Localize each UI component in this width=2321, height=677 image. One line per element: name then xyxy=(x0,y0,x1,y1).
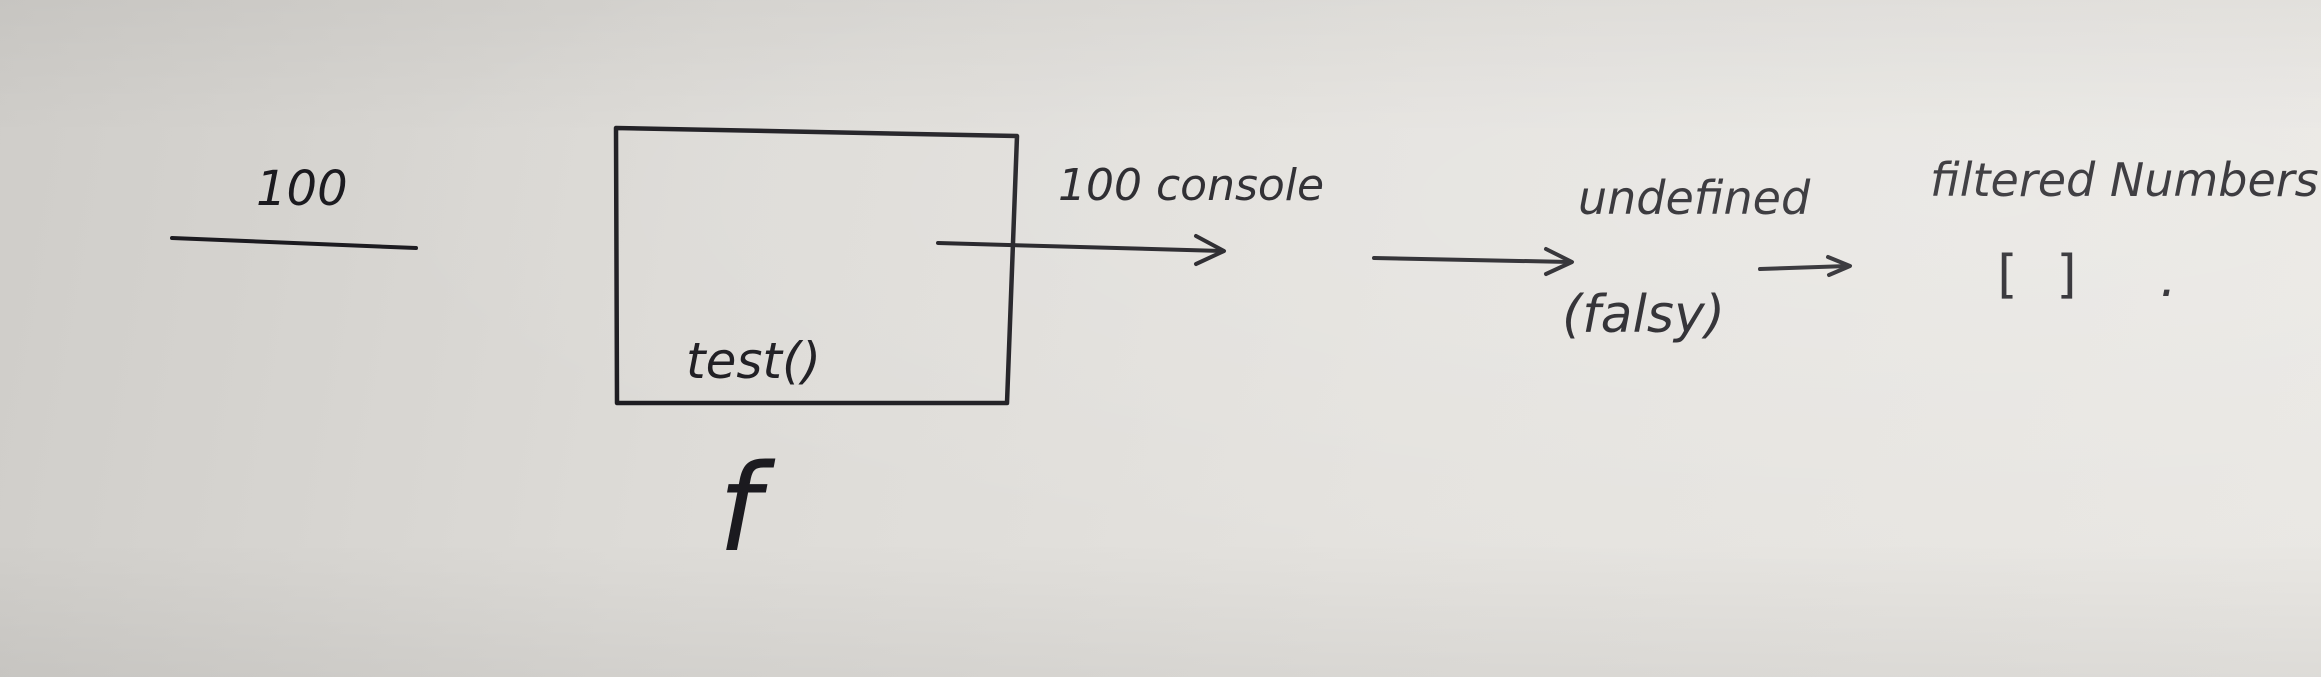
function-box xyxy=(613,125,1020,406)
result-label: undefined xyxy=(1578,171,1811,225)
function-box-label: test() xyxy=(686,332,821,390)
input-line xyxy=(170,236,418,250)
output-label: 100 console xyxy=(1058,160,1324,211)
final-dot: . xyxy=(2160,249,2177,309)
final-arrow-line xyxy=(1758,264,1850,271)
result-note: (falsy) xyxy=(1562,285,1725,345)
final-value: [ ] xyxy=(1990,245,2084,305)
output-arrowhead xyxy=(1194,234,1226,266)
undefined-arrowhead xyxy=(1544,247,1574,276)
function-symbol: f xyxy=(718,440,776,579)
input-label: 100 xyxy=(256,161,348,217)
final-label: filtered Numbers xyxy=(1930,153,2319,207)
undefined-arrow-line xyxy=(1372,256,1572,264)
output-arrow-line xyxy=(936,241,1224,253)
final-arrowhead xyxy=(1826,255,1852,277)
